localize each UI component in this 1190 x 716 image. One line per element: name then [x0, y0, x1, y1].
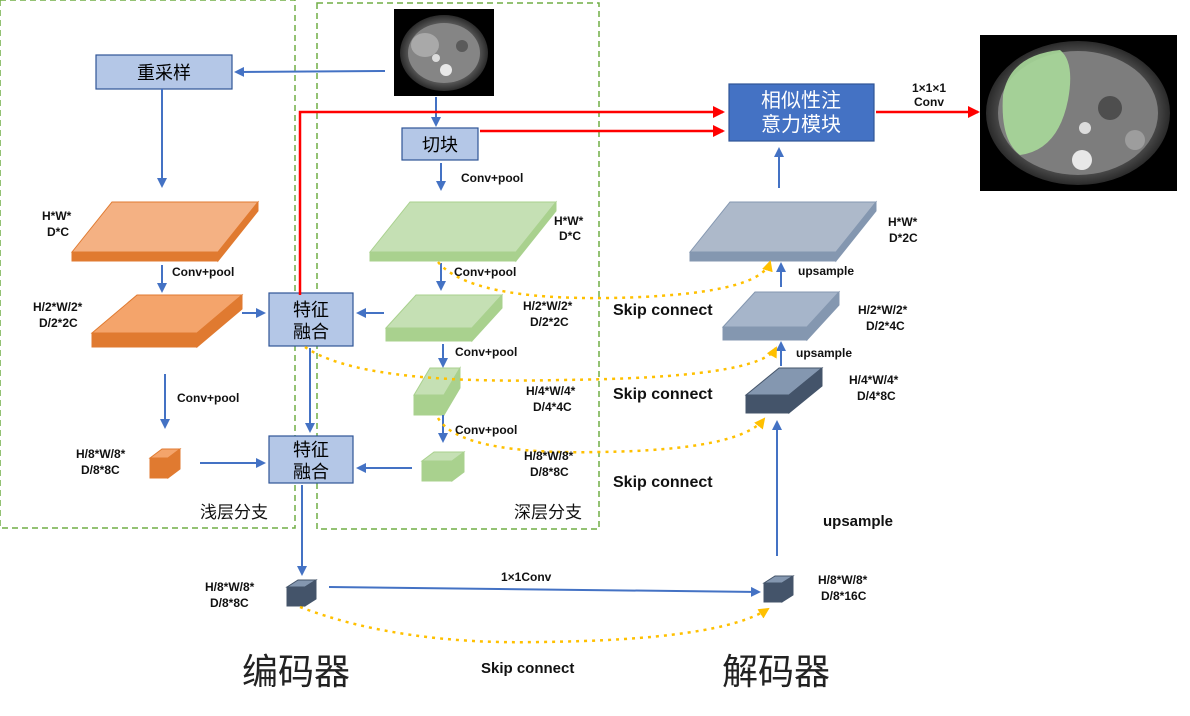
- deep-block-1: [368, 200, 558, 263]
- fusion_2-line-1: 特征: [293, 440, 329, 461]
- conv-1x1x1-label-line2: Conv: [914, 95, 944, 109]
- conv-pool-label-6: Conv+pool: [455, 423, 517, 437]
- decoder-block-1-front: [745, 394, 790, 414]
- fusion-label-2: 特征融合: [293, 440, 329, 483]
- skip-connect-label-1: Skip connect: [613, 302, 713, 319]
- dim-u3-line2: D*2C: [889, 231, 918, 245]
- bottleneck-encoder-block: [285, 579, 318, 607]
- encoder-label: 编码器: [242, 652, 350, 693]
- decoder-block-3-front: [689, 251, 837, 262]
- attention-line-2: 意力模块: [761, 112, 841, 136]
- deep-block-2-front: [385, 327, 473, 342]
- dim-u2-line2: D/2*4C: [866, 319, 905, 333]
- deep-block-2: [384, 293, 504, 343]
- fusion_1-line-1: 特征: [293, 300, 329, 321]
- dim-d1-line2: D*C: [559, 229, 581, 243]
- shallow-block-1-front: [71, 251, 219, 262]
- feature-blocks: [70, 200, 878, 607]
- dim-u0-line2: D/8*16C: [821, 589, 867, 603]
- upsample-label-3: upsample: [823, 513, 893, 530]
- deep-block-4: [420, 451, 466, 482]
- conv-pool-label-3: Conv+pool: [454, 265, 516, 279]
- bottleneck-encoder-block-front: [286, 586, 306, 607]
- dim-d3-line1: H/4*W/4*: [526, 384, 576, 398]
- attention-module-box: [728, 83, 875, 142]
- shallow-block-3-front: [149, 457, 169, 479]
- fusion_2-line-2: 融合: [293, 462, 329, 483]
- dim-labels: H*W* D*C H/2*W/2* D/2*2C H/8*W/8* D/8*8C…: [33, 209, 918, 610]
- resample-box: [95, 54, 233, 90]
- shallow-block-3: [148, 448, 182, 479]
- shallow-branch-label: 浅层分支: [200, 503, 268, 523]
- dim-s2-line2: D/2*2C: [39, 316, 78, 330]
- dim-d4-line2: D/8*8C: [530, 465, 569, 479]
- conv-1x1x1-label-line1: 1×1×1: [912, 81, 946, 95]
- dim-s3-line2: D/8*8C: [81, 463, 120, 477]
- dim-u3-line1: H*W*: [888, 215, 918, 229]
- decoder-block-1: [744, 366, 824, 415]
- conv-pool-label-1: Conv+pool: [461, 171, 523, 185]
- dim-e1-line1: H/8*W/8*: [205, 580, 255, 594]
- dim-d1-line1: H*W*: [554, 214, 584, 228]
- shallow-branch-frame: [0, 0, 296, 529]
- conv-pool-label-4: Conv+pool: [455, 345, 517, 359]
- attention-line-1: 相似性注: [761, 88, 841, 112]
- dim-s1-line2: D*C: [47, 225, 69, 239]
- skip-connect-label-4: Skip connect: [481, 660, 574, 677]
- conv-pool-label-5: Conv+pool: [177, 391, 239, 405]
- bottleneck-decoder-block-front: [763, 582, 783, 603]
- dim-s2-line1: H/2*W/2*: [33, 300, 83, 314]
- dim-e1-line2: D/8*8C: [210, 596, 249, 610]
- deep-branch-frame: [316, 2, 600, 530]
- fusion-box-2: [268, 435, 354, 484]
- dim-d2-line2: D/2*2C: [530, 315, 569, 329]
- dim-u2-line1: H/2*W/2*: [858, 303, 908, 317]
- skip-connect-label-3: Skip connect: [613, 474, 713, 491]
- dim-d4-line1: H/8*W/8*: [524, 449, 574, 463]
- decoder-block-2: [721, 290, 841, 342]
- segmented-ct-image: [980, 35, 1177, 191]
- crop-box: [401, 127, 479, 161]
- skip-connect-label-2: Skip connect: [613, 386, 713, 403]
- deep-block-4-front: [421, 460, 453, 482]
- decoder-block-2-front: [722, 326, 808, 341]
- dim-s1-line1: H*W*: [42, 209, 72, 223]
- conv-pool-label-2: Conv+pool: [172, 265, 234, 279]
- red-arrows: [298, 106, 980, 295]
- deep-block-1-front: [369, 251, 517, 262]
- dim-u1-line2: D/4*8C: [857, 389, 896, 403]
- bottleneck-decoder-block: [762, 575, 795, 603]
- skip-connections: [299, 260, 778, 644]
- decoder-block-3: [688, 200, 878, 263]
- attention-label: 相似性注意力模块: [761, 88, 841, 136]
- fusion-label-1: 特征融合: [293, 300, 329, 343]
- crop-label: 切块: [422, 135, 458, 156]
- fusion-box-1: [268, 292, 354, 347]
- ct-input-image: [394, 9, 494, 96]
- conv-1x1-label: 1×1Conv: [501, 570, 552, 584]
- deep-block-3: [413, 366, 461, 417]
- fusion_1-line-2: 融合: [293, 322, 329, 343]
- blue-arrows: [157, 66, 786, 597]
- shallow-block-2-front: [91, 332, 198, 348]
- shallow-block-2: [90, 293, 244, 349]
- deep-branch-label: 深层分支: [514, 503, 582, 523]
- upsample-label-2: upsample: [796, 346, 852, 360]
- op-labels: Conv+pool Conv+pool Conv+pool Conv+pool …: [172, 81, 946, 677]
- dim-u0-line1: H/8*W/8*: [818, 573, 868, 587]
- shallow-block-1: [70, 200, 260, 263]
- dim-d2-line1: H/2*W/2*: [523, 299, 573, 313]
- deep-block-3-front: [413, 394, 445, 416]
- decoder-label: 解码器: [722, 652, 830, 693]
- dim-u1-line1: H/4*W/4*: [849, 373, 899, 387]
- dim-s3-line1: H/8*W/8*: [76, 447, 126, 461]
- dim-d3-line2: D/4*4C: [533, 400, 572, 414]
- resample-label: 重采样: [137, 63, 191, 84]
- upsample-label-1: upsample: [798, 264, 854, 278]
